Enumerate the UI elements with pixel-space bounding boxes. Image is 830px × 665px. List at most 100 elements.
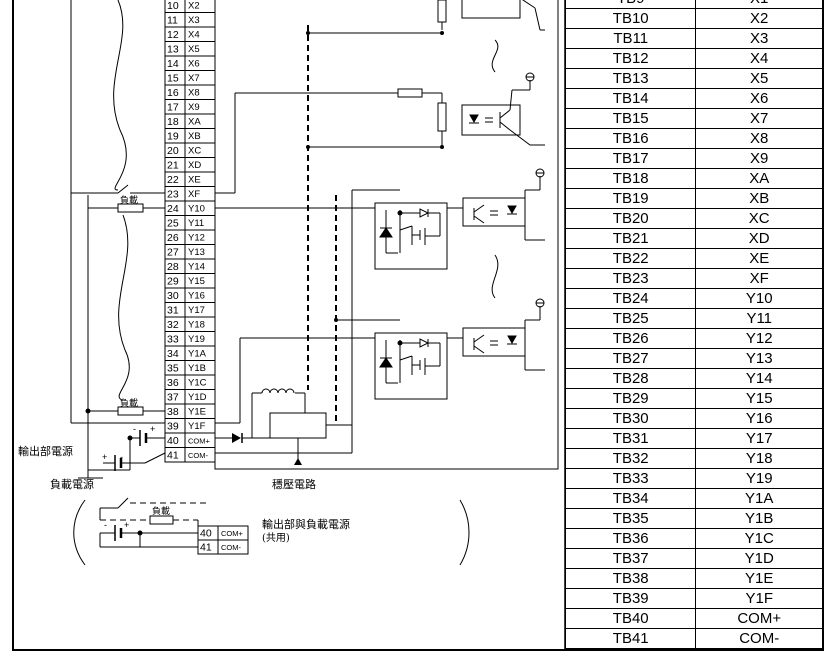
signal-cell: X9	[695, 148, 823, 169]
terminal-number: 40	[200, 528, 212, 540]
pin-table-container: TB9X1TB10X2TB11X3TB12X4TB13X5TB14X6TB15X…	[565, 0, 823, 650]
output-stage-y1f	[374, 298, 545, 400]
terminal-signal: Y11	[188, 218, 204, 229]
shared-power-note: (共用)	[262, 532, 290, 544]
terminal-number: 32	[167, 319, 179, 331]
break-lines	[73, 0, 499, 566]
terminal-signal: XC	[188, 146, 201, 157]
plus-sign-shared: +	[124, 520, 129, 530]
tb-cell: TB22	[565, 248, 697, 269]
terminal-signal: Y1E	[188, 407, 206, 418]
terminal-signal: Y1C	[188, 378, 207, 389]
tb-cell: TB35	[565, 508, 697, 529]
signal-cell: XB	[695, 188, 823, 209]
minus-sign-lower: -	[120, 452, 123, 462]
signal-cell: Y11	[695, 308, 823, 329]
terminal-number: 15	[167, 73, 179, 85]
left-rails	[70, 0, 166, 471]
terminal-signal: X3	[188, 15, 200, 26]
signal-cell: Y1B	[695, 508, 823, 529]
signal-cell: Y1F	[695, 588, 823, 609]
plus-sign-lower: +	[102, 452, 107, 462]
terminal-number: 22	[167, 174, 179, 186]
terminal-signal: XA	[188, 117, 201, 128]
tb-cell: TB25	[565, 308, 697, 329]
signal-cell: Y13	[695, 348, 823, 369]
terminal-number: 14	[167, 58, 179, 70]
terminal-number: 18	[167, 116, 179, 128]
terminal-number: 31	[167, 305, 179, 317]
terminal-number: 21	[167, 160, 179, 172]
tb-cell: TB9	[565, 0, 697, 9]
terminal-signal: COM-	[221, 543, 241, 552]
output-power-label: 輸出部電源	[18, 444, 73, 458]
tb-cell: TB17	[565, 148, 697, 169]
load-power-label: 負載電源	[50, 477, 94, 491]
terminal-signal: Y17	[188, 305, 205, 316]
signal-cell: XC	[695, 208, 823, 229]
plus-sign-top: +	[150, 424, 155, 434]
table-row: TB9X1	[565, 0, 823, 9]
tb-cell: TB32	[565, 448, 697, 469]
signal-cell: Y17	[695, 428, 823, 449]
terminal-number: 41	[167, 450, 179, 462]
terminal-number: 38	[167, 406, 179, 418]
tb-cell: TB23	[565, 268, 697, 289]
tb-cell: TB30	[565, 408, 697, 429]
tb-cell: TB19	[565, 188, 697, 209]
terminal-signal: Y16	[188, 291, 205, 302]
terminal-signal: Y10	[188, 204, 205, 215]
terminal-signal: COM+	[221, 529, 243, 538]
terminal-number: 10	[167, 0, 179, 12]
terminal-signal: XD	[188, 160, 201, 171]
terminal-signal: X7	[188, 73, 200, 84]
signal-cell: Y18	[695, 448, 823, 469]
terminal-number: 17	[167, 102, 179, 114]
signal-cell: X6	[695, 88, 823, 109]
terminal-signal: X2	[188, 1, 200, 12]
tb-cell: TB40	[565, 608, 697, 629]
terminal-number: 13	[167, 44, 179, 56]
signal-cell: XD	[695, 228, 823, 249]
terminal-signal: X5	[188, 44, 200, 55]
terminal-signal: Y15	[188, 276, 205, 287]
output-stage-y10	[374, 168, 545, 270]
terminal-number: 12	[167, 29, 179, 41]
load-label-24: 負載	[120, 194, 138, 206]
minus-sign-top: -	[133, 424, 136, 434]
tb-cell: TB12	[565, 48, 697, 69]
terminal-signal: Y1A	[188, 349, 207, 360]
signal-cell: XA	[695, 168, 823, 189]
terminal-number: 33	[167, 334, 179, 346]
terminal-number: 20	[167, 145, 179, 157]
terminal-number: 39	[167, 421, 179, 433]
terminal-signal: Y14	[188, 262, 205, 273]
tb-cell: TB26	[565, 328, 697, 349]
terminal-number: 25	[167, 218, 179, 230]
signal-cell: Y16	[695, 408, 823, 429]
terminal-number: 24	[167, 203, 179, 215]
shared-terminal-block: 40 COM+ 41 COM-	[197, 525, 249, 555]
terminal-number: 41	[200, 542, 212, 554]
tb-cell: TB29	[565, 388, 697, 409]
tb-cell: TB18	[565, 168, 697, 189]
terminal-signal: XB	[188, 131, 201, 142]
tb-cell: TB16	[565, 128, 697, 149]
shared-power-label: 輸出部與負載電源	[262, 517, 350, 531]
